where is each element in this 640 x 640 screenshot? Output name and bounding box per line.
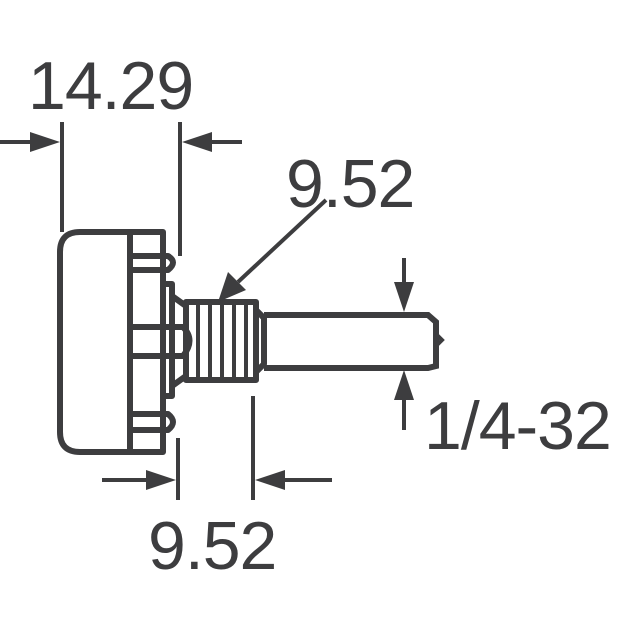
bushing-length-label: 9.52 [148,508,277,584]
bushing-diameter-label: 9.52 [286,146,415,222]
center-boss [130,324,193,359]
potentiometer-body [57,229,267,455]
arrow-up-icon [394,370,414,400]
body-width-label: 14.29 [28,48,194,124]
shaft-tip [434,332,445,348]
leader-arrow-icon [218,272,246,302]
arrow-left-icon [182,132,212,152]
arrow-left-icon [255,470,285,490]
shaft [264,312,445,371]
threaded-bushing [183,299,259,383]
arrow-right-icon [30,132,60,152]
bottom-tab [130,411,176,433]
bushing-chamfer [253,307,267,375]
dimension-arrows [0,132,414,490]
bracket-outline [127,229,166,455]
thread-spec-label: 1/4-32 [424,388,612,464]
extension-lines [60,122,255,500]
shaft-outline [264,312,439,371]
housing-outline [57,229,133,455]
arrow-right-icon [146,470,176,490]
bushing-threads [196,304,248,378]
arrow-down-icon [394,282,414,312]
collar [163,281,175,399]
top-tab [130,253,176,273]
